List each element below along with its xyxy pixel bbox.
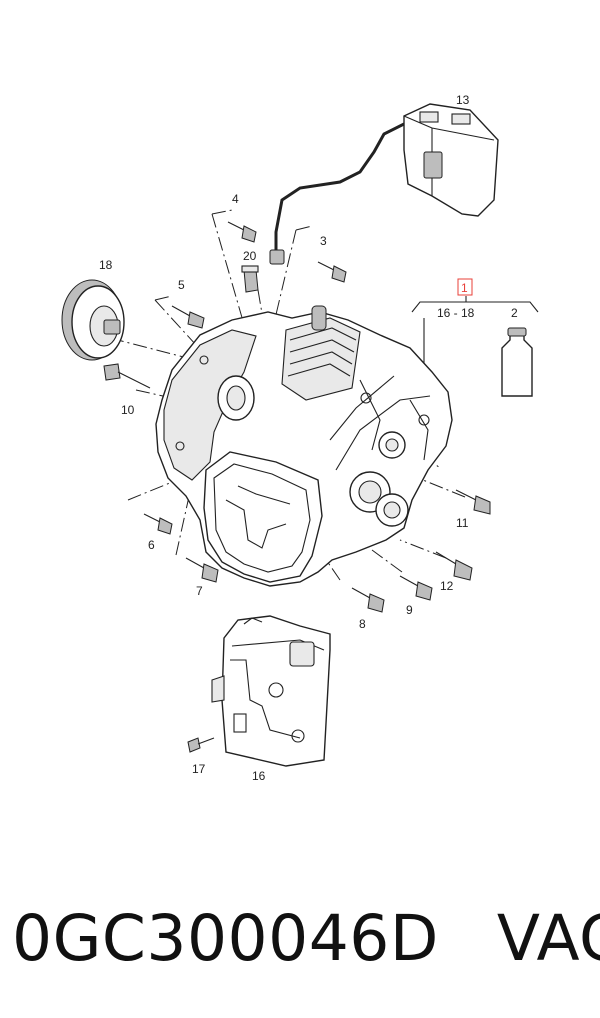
footer-caption: 0GC300046D VAG xyxy=(12,898,600,978)
callout-13: 13 xyxy=(456,93,470,107)
assembly-bracket xyxy=(411,296,539,368)
callout-11: 11 xyxy=(456,516,469,530)
callout-labels: 1 2 3 4 5 6 7 8 9 10 11 12 13 16 17 18 2… xyxy=(99,93,518,783)
callout-12: 12 xyxy=(440,579,454,593)
callout-8: 8 xyxy=(359,617,366,631)
part-number: 0GC300046D xyxy=(12,901,439,975)
callout-18: 18 xyxy=(99,258,113,272)
control-unit xyxy=(269,103,499,265)
callout-3: 3 xyxy=(320,234,327,248)
clutch-gear xyxy=(61,279,125,361)
callout-17: 17 xyxy=(192,762,206,776)
callout-10: 10 xyxy=(121,403,135,417)
brand-name: VAG xyxy=(496,901,600,975)
callout-5: 5 xyxy=(178,278,185,292)
callout-20: 20 xyxy=(243,249,257,263)
callout-7: 7 xyxy=(196,584,203,598)
mechatronic-unit xyxy=(211,615,331,767)
callout-1: 1 xyxy=(461,281,468,295)
oil-bottle xyxy=(501,327,533,397)
callout-16: 16 xyxy=(252,769,266,783)
callout-9: 9 xyxy=(406,603,413,617)
bolts xyxy=(103,221,491,753)
callout-4: 4 xyxy=(232,192,239,206)
gearbox-housing xyxy=(155,305,453,587)
callout-2: 2 xyxy=(511,306,518,320)
exploded-parts-diagram: 1 2 3 4 5 6 7 8 9 10 11 12 13 16 17 18 2… xyxy=(61,93,539,783)
callout-1-box xyxy=(457,278,473,296)
callout-range-16-18: 16 - 18 xyxy=(437,306,475,320)
callout-6: 6 xyxy=(148,538,155,552)
